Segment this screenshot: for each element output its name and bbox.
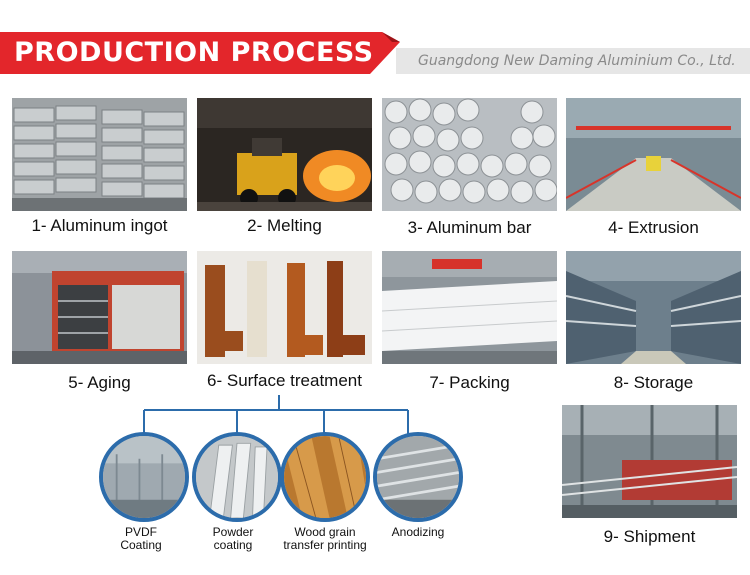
packing-photo <box>382 251 557 364</box>
pvdf-coating-photo <box>99 432 189 522</box>
step-label: 7- Packing <box>429 373 510 392</box>
aging-photo <box>12 251 187 364</box>
extrusion-photo <box>566 98 741 211</box>
aluminum-ingot-photo <box>12 98 187 211</box>
anodizing-photo <box>373 432 463 522</box>
wood-grain-photo <box>280 432 370 522</box>
title-banner <box>0 32 400 74</box>
step-label: 9- Shipment <box>603 527 696 546</box>
company-name: Guangdong New Daming Aluminium Co., Ltd. <box>418 53 736 69</box>
aluminum-bar-photo <box>382 98 557 211</box>
shipment-photo <box>562 405 737 518</box>
step-label: 8- Storage <box>613 373 694 392</box>
step-label: 1- Aluminum ingot <box>31 216 168 235</box>
treatment-label: Anodizing <box>391 525 445 539</box>
company-bar <box>396 48 750 74</box>
step-label: 2- Melting <box>247 216 322 235</box>
powder-coating-photo <box>192 432 282 522</box>
step-label: 3- Aluminum bar <box>407 218 532 237</box>
surface-treatment-photo <box>197 251 372 364</box>
storage-photo <box>566 251 741 364</box>
step-label: 6- Surface treatment <box>207 371 362 390</box>
melting-photo <box>197 98 372 211</box>
page-title: PRODUCTION PROCESS <box>14 37 374 68</box>
step-label: 4- Extrusion <box>608 218 699 237</box>
treatment-connector <box>143 395 409 435</box>
step-label: 5- Aging <box>68 373 131 392</box>
